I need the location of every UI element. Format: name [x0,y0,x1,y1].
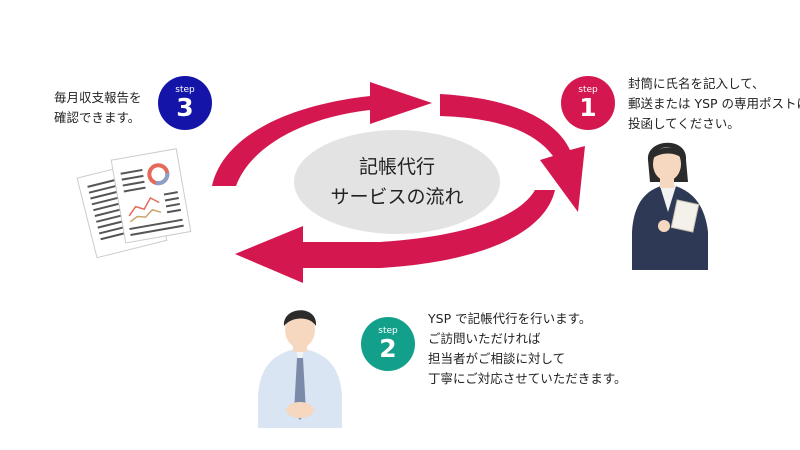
cycle-arrow-top [212,82,432,186]
businesswoman-icon [632,142,708,270]
step-3-description: 毎月収支報告を 確認できます。 [54,88,142,128]
step-3-line: 確認できます。 [54,110,141,125]
center-title-line2: サービスの流れ [330,186,464,208]
step-1-label: step [578,85,598,95]
step-2-line: YSP で記帳代行を行います。 [428,311,592,326]
step-1-description: 封筒に氏名を記入して、 郵送または YSP の専用ポストに 投函してください。 [628,74,800,134]
step-3-number: 3 [176,93,194,122]
step-1-line: 封筒に氏名を記入して、 [628,76,765,91]
businessman-icon [258,310,342,428]
step-2-description: YSP で記帳代行を行います。 ご訪問いただければ 担当者がご相談に対して 丁寧… [428,309,627,389]
step-1-number: 1 [579,93,597,122]
step-3-line: 毎月収支報告を [54,90,142,105]
step-3-badge: step 3 [158,76,212,130]
step-3-label: step [175,85,195,95]
step-2-badge: step 2 [361,317,415,371]
center-title-line1: 記帳代行 [358,156,435,178]
step-2-line: 丁寧にご対応させていただきます。 [428,371,627,386]
step-1-badge: step 1 [561,76,615,130]
center-ellipse [294,130,500,234]
center-title: 記帳代行 サービスの流れ [292,152,502,212]
report-documents-icon [76,148,192,259]
step-1-line: 郵送または YSP の専用ポストに [628,96,800,111]
step-2-label: step [378,326,398,336]
step-2-line: ご訪問いただければ [428,331,541,346]
cycle-arrow-bottom [235,190,555,283]
step-2-number: 2 [379,334,397,363]
step-2-line: 担当者がご相談に対して [428,351,566,366]
step-1-line: 投函してください。 [628,116,740,131]
cycle-arrow-right [440,94,585,212]
